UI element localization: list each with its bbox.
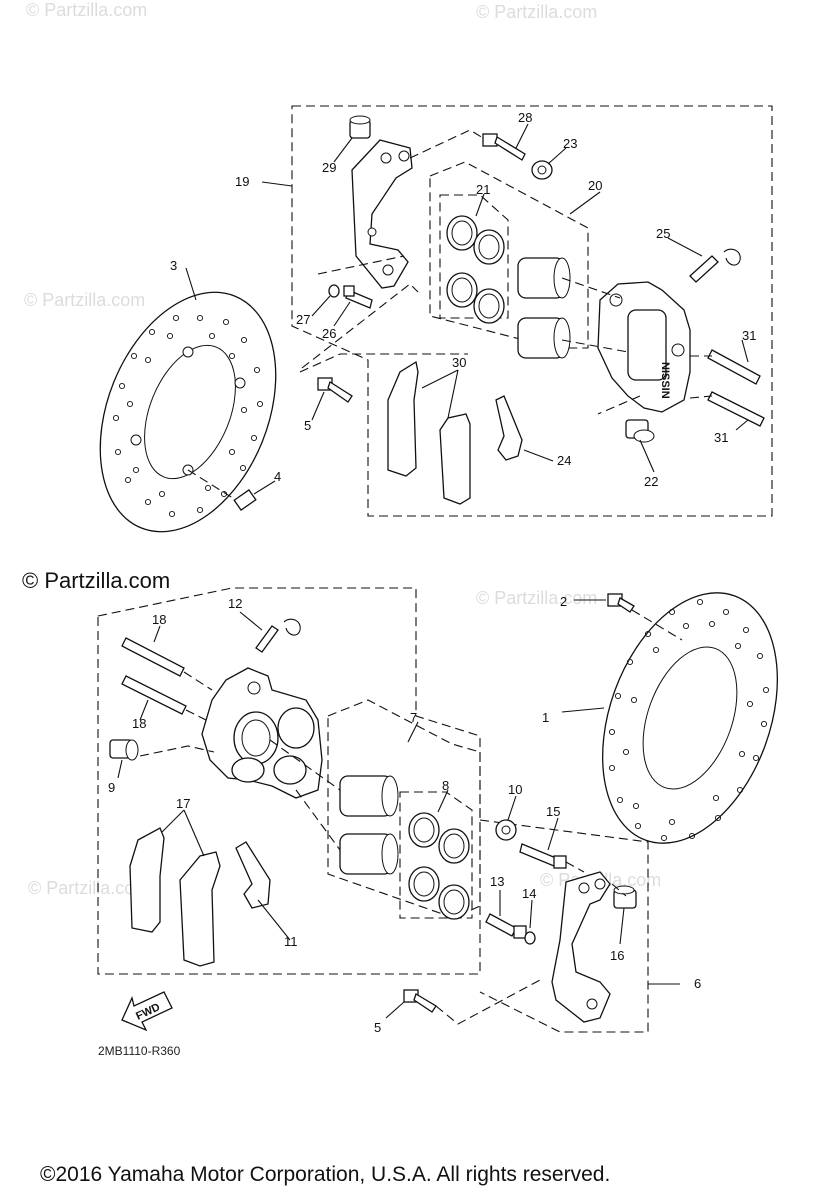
callout-31-upper: 31 xyxy=(742,328,756,343)
watermark-main: © Partzilla.com xyxy=(22,568,171,593)
callout-23: 23 xyxy=(563,136,577,151)
callout-26: 26 xyxy=(322,326,336,341)
callout-4: 4 xyxy=(274,469,281,484)
caliper-body: NISSIN xyxy=(597,281,691,413)
watermark: © Partzilla.com xyxy=(476,588,598,608)
caliper-sleeve-front xyxy=(109,739,139,761)
front-caliper-assembly-group: FWD xyxy=(97,587,778,1033)
disc-bolt xyxy=(187,469,257,511)
callout-16: 16 xyxy=(610,948,624,963)
callout-28: 28 xyxy=(518,110,532,125)
callout-19: 19 xyxy=(235,174,249,189)
callout-24: 24 xyxy=(557,453,571,468)
callout-22: 22 xyxy=(644,474,658,489)
slide-pins-front xyxy=(121,637,187,715)
copyright-notice: ©2016 Yamaha Motor Corporation, U.S.A. A… xyxy=(40,1163,611,1186)
callout-21: 21 xyxy=(476,182,490,197)
mount-bolt-front xyxy=(403,989,437,1013)
callout-13: 13 xyxy=(490,874,504,889)
caliper-bracket-front xyxy=(551,871,611,1023)
callout-25: 25 xyxy=(656,226,670,241)
piston-seal-kit xyxy=(446,215,505,324)
bleeder-screw xyxy=(689,248,741,283)
callout-30: 30 xyxy=(452,355,466,370)
assembly-lines-bottom xyxy=(139,671,627,1025)
mount-bolt xyxy=(317,377,353,403)
leader-lines-bottom xyxy=(117,599,680,1019)
callout-1: 1 xyxy=(542,710,549,725)
callout-6: 6 xyxy=(694,976,701,991)
slide-pins xyxy=(707,349,765,427)
watermark: © Partzilla.com xyxy=(28,878,150,898)
forward-arrow-icon: FWD xyxy=(121,991,173,1032)
pad-spring xyxy=(495,395,523,461)
callout-9: 9 xyxy=(108,780,115,795)
caliper-pistons-front xyxy=(339,775,399,875)
callout-14: 14 xyxy=(522,886,536,901)
bracket-nut-front xyxy=(495,819,517,841)
bleeder-screw-front xyxy=(255,618,301,653)
watermark: © Partzilla.com xyxy=(476,2,598,22)
callout-12: 12 xyxy=(228,596,242,611)
callout-10: 10 xyxy=(508,782,522,797)
callout-20: 20 xyxy=(588,178,602,193)
callout-18-upper: 18 xyxy=(152,612,166,627)
brake-disc-rear xyxy=(99,291,277,533)
callout-27: 27 xyxy=(296,312,310,327)
piston-seal-kit-front xyxy=(408,812,470,920)
callout-8: 8 xyxy=(442,778,449,793)
caliper-pistons xyxy=(517,257,571,359)
callout-5-bottom: 5 xyxy=(374,1020,381,1035)
disc-bolt-front xyxy=(607,593,683,641)
bracket-sleeve xyxy=(349,115,371,139)
callout-5-top: 5 xyxy=(304,418,311,433)
callout-18-lower: 18 xyxy=(132,716,146,731)
brake-disc-front xyxy=(602,592,778,844)
callout-17: 17 xyxy=(176,796,190,811)
bracket-sleeve-front xyxy=(613,885,637,909)
svg-text:NISSIN: NISSIN xyxy=(659,362,671,399)
bracket-bolt xyxy=(482,133,526,161)
caliper-bracket xyxy=(351,139,413,289)
leader-lines-top xyxy=(185,123,749,495)
watermark: © Partzilla.com xyxy=(24,290,146,310)
washer-front xyxy=(524,931,536,945)
callout-7: 7 xyxy=(410,710,417,725)
rear-caliper-assembly-group: NISSIN xyxy=(99,105,773,533)
brake-pad-kit-front xyxy=(129,827,221,967)
callout-11: 11 xyxy=(284,934,298,949)
diagram-code: 2MB1110-R360 xyxy=(98,1044,181,1058)
pad-spring-front xyxy=(235,841,271,909)
callout-29: 29 xyxy=(322,160,336,175)
pad-pin-bolt xyxy=(343,285,373,309)
caliper-sleeve xyxy=(625,419,655,443)
assembly-lines-top xyxy=(301,129,713,415)
bracket-bolt-front xyxy=(519,843,567,869)
caliper-body-front xyxy=(201,667,323,799)
callout-2: 2 xyxy=(560,594,567,609)
callout-3: 3 xyxy=(170,258,177,273)
pad-pin-bolt-front xyxy=(485,913,527,939)
bracket-nut xyxy=(531,160,553,180)
washer xyxy=(328,284,340,298)
callout-15: 15 xyxy=(546,804,560,819)
watermark: © Partzilla.com xyxy=(26,0,148,20)
brake-pad-kit xyxy=(387,360,471,505)
callout-31-lower: 31 xyxy=(714,430,728,445)
